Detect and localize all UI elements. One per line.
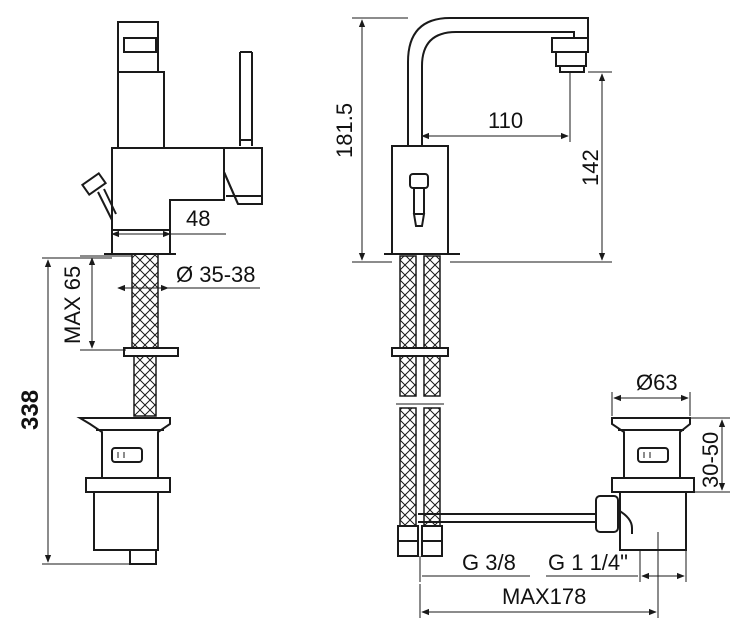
dim-g-1-1-4: G 1 1/4"	[546, 550, 687, 582]
dim-338-label: 338	[17, 390, 44, 430]
dim-110: 110	[421, 72, 571, 142]
dim-hole-diameter: Ø 35-38	[117, 262, 260, 292]
side-spout-rod	[239, 51, 253, 146]
front-view: 181.5 110 142 Ø63 30-50	[332, 17, 730, 618]
dim-hole-diameter-label: Ø 35-38	[176, 262, 256, 287]
side-view: 48 Ø 35-38 MAX 65 338	[17, 21, 263, 565]
dim-142: 142	[450, 71, 612, 263]
side-hose-upper	[131, 253, 159, 355]
front-hose-left-lower	[399, 407, 417, 527]
front-pull-rod	[418, 495, 619, 533]
dim-181-5: 181.5	[332, 17, 408, 263]
dim-338: 338	[17, 257, 130, 565]
dim-g-3-8: G 3/8	[419, 550, 530, 582]
side-fixing-plate	[123, 347, 179, 357]
front-hose-right-upper	[423, 255, 441, 397]
dim-30-50: 30-50	[690, 417, 730, 493]
dim-30-50-label: 30-50	[698, 432, 723, 488]
side-waste-valve	[76, 417, 171, 565]
dim-110-label: 110	[488, 108, 523, 133]
dim-max-65: MAX 65	[60, 255, 132, 351]
dim-waste-diameter: Ø63	[611, 370, 691, 416]
dim-waste-diameter-label: Ø63	[636, 370, 678, 395]
dim-g-1-1-4-label: G 1 1/4"	[548, 550, 628, 575]
dim-142-label: 142	[578, 149, 603, 186]
front-hose-fittings	[397, 525, 443, 557]
dim-max-178: MAX178	[419, 532, 659, 618]
dim-48-label: 48	[186, 206, 210, 231]
front-waste-valve	[611, 417, 695, 551]
side-pop-up-knob	[80, 171, 117, 221]
dim-48: 48	[111, 206, 226, 238]
front-fixing-plate	[391, 347, 449, 357]
front-hose-right-lower	[423, 407, 441, 527]
dim-max-65-label: MAX 65	[60, 266, 85, 344]
front-hose-left-upper	[399, 255, 417, 397]
dim-max-178-label: MAX178	[502, 584, 586, 609]
dim-181-5-label: 181.5	[332, 103, 357, 158]
side-lever	[117, 21, 165, 149]
side-body	[111, 147, 263, 231]
dim-g-3-8-label: G 3/8	[462, 550, 516, 575]
front-body	[391, 145, 449, 255]
side-hose-lower	[133, 355, 157, 417]
front-spout	[407, 17, 589, 146]
